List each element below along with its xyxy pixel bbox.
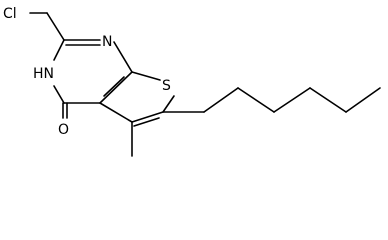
carbonyl-oxygen-label: O (58, 122, 69, 138)
bond-hexyl-3 (237, 87, 275, 113)
molecule-diagram: Cl N HN S O (3, 6, 381, 157)
bond-n1-c7a (113, 41, 133, 73)
bond-c4a-c7a (99, 71, 133, 104)
bond-ch2-c2 (46, 12, 65, 41)
bond-c6-c5-double-a (131, 111, 164, 123)
bond-hexyl-5 (309, 87, 347, 113)
bond-c6-c5-double-b (133, 117, 160, 127)
bond-hexyl-6 (345, 87, 381, 113)
amide-nh-label: HN (33, 66, 54, 82)
bond-c2-n3 (53, 39, 65, 61)
bond-hexyl-4 (273, 87, 311, 113)
bond-c5-c4a (99, 102, 133, 123)
structure-canvas: Cl N HN S O (3, 6, 381, 157)
chlorine-label: Cl (3, 6, 17, 22)
bond-hexyl-2 (203, 87, 239, 113)
bond-c4a-c7a-inner (103, 76, 125, 97)
bond-n3-c4 (53, 85, 65, 104)
sulfur-label: S (162, 78, 171, 94)
bond-s-c6 (162, 95, 175, 113)
bond-c7a-s (131, 71, 161, 81)
imine-nitrogen-label: N (102, 34, 112, 50)
